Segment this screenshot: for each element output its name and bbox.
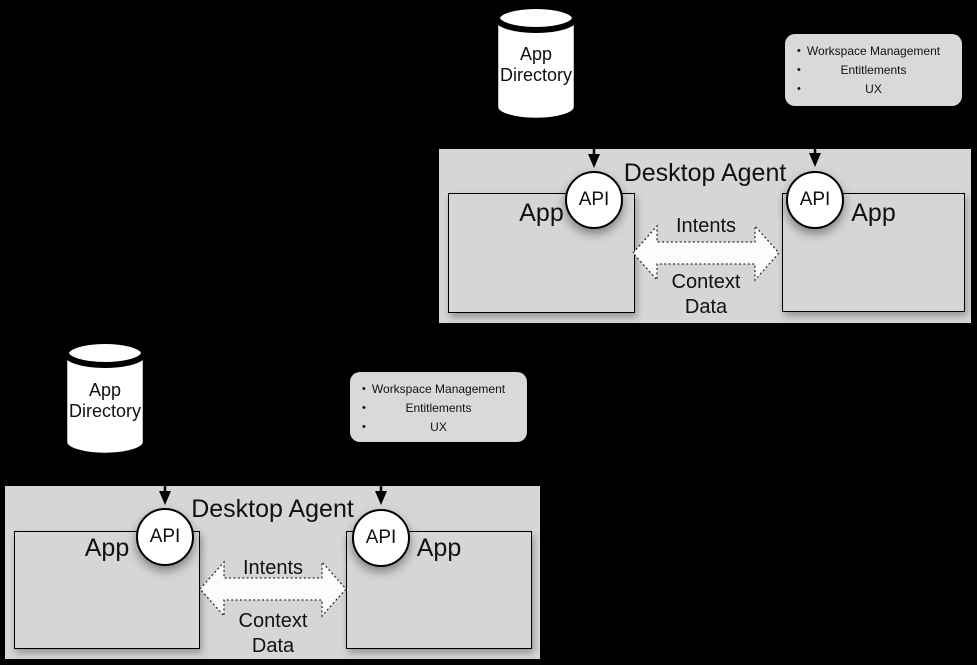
capability-label: Entitlements [405,401,472,415]
capability-item: • UX [350,418,527,437]
app-directory-label: App Directory [63,380,147,422]
capability-item: • UX [785,80,962,99]
api-node-left: API [136,508,194,566]
context-data-label: Context Data [631,270,781,320]
api-label: API [578,189,610,210]
desktop-agent-title: Desktop Agent [623,159,787,187]
capability-label: Entitlements [840,63,907,77]
app-directory-label-line1: App [519,44,553,64]
capabilities-card: • Workspace Management • Entitlements • … [785,34,962,106]
capability-item: • Entitlements [785,61,962,80]
context-data-line1: Context [238,610,308,632]
api-label: API [149,526,181,547]
capability-item: • Workspace Management [350,380,527,399]
context-data-line2: Data [251,635,295,657]
context-data-line2: Data [684,296,728,318]
app-directory-label: App Directory [494,44,578,86]
app-label: App [851,199,896,227]
intents-context-double-arrow-icon [199,560,347,618]
capability-label: UX [430,420,447,434]
api-label: API [799,189,831,210]
app-label: App [416,534,462,562]
app-directory-label-line1: App [88,380,122,400]
capability-label: Workspace Management [371,382,506,396]
bullet-icon: • [797,64,801,76]
api-node-left: API [565,171,623,229]
bullet-icon: • [362,383,366,395]
bullet-icon: • [797,83,801,95]
api-label: API [365,527,397,548]
capability-label: Workspace Management [806,44,941,58]
intents-context-double-arrow-icon [632,224,780,282]
app-label: App [84,534,130,562]
intents-label: Intents [242,557,304,579]
capability-label: UX [865,82,882,96]
app-directory-label-line2: Directory [499,65,572,85]
bullet-icon: • [362,402,366,414]
desktop-agent-title: Desktop Agent [191,495,354,523]
app-directory-cylinder-icon [63,338,147,456]
context-data-line1: Context [671,271,741,293]
bullet-icon: • [362,421,366,433]
intents-label: Intents [675,215,737,237]
app-directory-cylinder-icon [494,3,578,121]
api-node-right: API [352,509,410,567]
app-label: App [519,199,564,227]
app-directory-label-line2: Directory [68,401,141,421]
bullet-icon: • [797,45,801,57]
capability-item: • Workspace Management [785,42,962,61]
capabilities-card: • Workspace Management • Entitlements • … [350,372,527,442]
capability-item: • Entitlements [350,399,527,418]
api-node-right: API [786,171,844,229]
context-data-label: Context Data [198,609,348,659]
